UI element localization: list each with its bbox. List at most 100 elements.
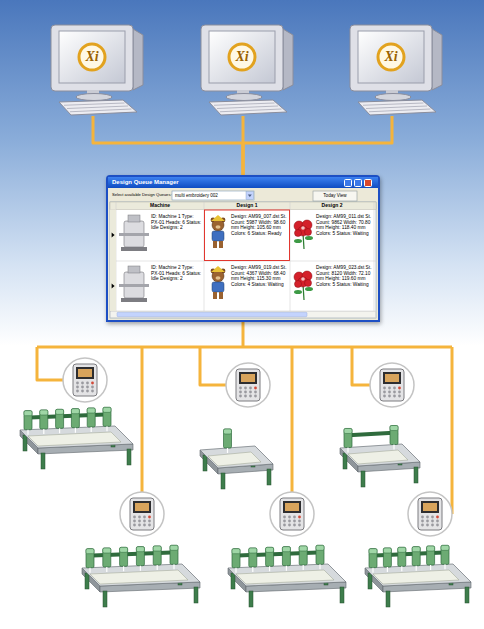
panel-button (254, 395, 257, 398)
rose-leaf (294, 239, 302, 243)
machine-icon (119, 266, 149, 302)
monitor-screen (209, 31, 275, 83)
machine-head (103, 548, 111, 567)
machine-icon (119, 215, 149, 251)
machine-needle (303, 565, 304, 570)
machine-head-cap (24, 411, 32, 416)
panel-screen (421, 501, 439, 513)
machine-head (369, 549, 377, 568)
panel-screen (383, 372, 401, 384)
monitor-body (350, 25, 432, 91)
panel-button (148, 516, 151, 519)
machine-needle (75, 428, 76, 433)
machine-leg (194, 587, 198, 603)
panel-button (249, 391, 252, 394)
panel-screen (239, 372, 257, 384)
panel-body (280, 498, 304, 530)
panel-badge (370, 363, 414, 407)
embroidery-machine (228, 545, 346, 607)
panel-button (138, 516, 141, 519)
panel-button (436, 524, 439, 527)
machine-icon-head (128, 266, 140, 273)
panel-button (86, 386, 89, 389)
table-cell: Design: AM99_023.dst St. Count: 8120 Wid… (316, 265, 373, 287)
machine-table-top (82, 564, 200, 586)
machine-table-top (365, 564, 471, 586)
panel-button (431, 520, 434, 523)
panel-button (431, 516, 434, 519)
machine-head (232, 549, 240, 568)
panel-button (244, 395, 247, 398)
panel-button (436, 516, 439, 519)
machine-needle (347, 447, 348, 452)
panel-button (239, 391, 242, 394)
machine-head (170, 545, 178, 564)
machine-head (282, 547, 290, 566)
panel-button (398, 395, 401, 398)
panel-screen-image (385, 374, 399, 382)
embroidery-frame (236, 570, 334, 584)
machine-head-cap (412, 547, 420, 552)
machine-needle (416, 566, 417, 571)
control-panel (370, 363, 414, 407)
dropdown-button (246, 192, 254, 200)
control-panel (120, 492, 164, 536)
network-wire (37, 346, 452, 349)
machine-head (344, 428, 352, 447)
monitor-body (201, 25, 283, 91)
panel-button (283, 520, 286, 523)
machine-needle (444, 564, 445, 569)
machine-leg (267, 469, 271, 485)
keyboard (59, 100, 137, 115)
embroidery-frame (208, 452, 261, 466)
machine-head (71, 409, 79, 428)
keyboard-keys (64, 103, 125, 105)
workstation: Xi (195, 24, 291, 116)
control-panel (63, 358, 107, 402)
machine-head-cap (344, 428, 352, 433)
panel-button (393, 387, 396, 390)
embroidery-frame (28, 432, 121, 446)
table-cell: Design: AM99_011.dst St. Count: 9862 Wid… (316, 214, 373, 236)
machine-head-cap (441, 545, 449, 550)
panel-body (236, 369, 260, 401)
window-button (364, 179, 372, 187)
window-button (354, 179, 362, 187)
machine-head (299, 546, 307, 565)
machine-needle (372, 568, 373, 573)
panel-button (383, 387, 386, 390)
row-selector (112, 233, 115, 238)
machine-leg (414, 467, 418, 483)
machine-needle (157, 565, 158, 570)
machine-head-cap (40, 410, 48, 415)
monitor-side (283, 29, 293, 90)
machine-needle (91, 427, 92, 432)
keyboard (358, 100, 436, 115)
scrollbar (111, 312, 376, 318)
computer-illustration (51, 25, 143, 115)
machine-needle (319, 564, 320, 569)
network-wire (242, 322, 245, 347)
machine-needle (286, 566, 287, 571)
machine-head (427, 546, 435, 565)
machine-needle (89, 568, 90, 573)
machine-leg (386, 591, 390, 607)
machine-leg (465, 587, 469, 603)
workstation: Xi (344, 24, 440, 116)
panel-button (81, 386, 84, 389)
machine-head (398, 547, 406, 566)
panel-button (76, 382, 79, 385)
panel-button (254, 387, 257, 390)
keyboard (209, 100, 287, 115)
panel-button (86, 382, 89, 385)
machine-table-top (228, 564, 346, 586)
panel-button (421, 516, 424, 519)
machine-icon-base (121, 247, 147, 251)
keyboard-keys (363, 103, 424, 105)
panel-button (393, 391, 396, 394)
tab (313, 191, 357, 201)
machine-head-cap (56, 409, 64, 414)
machine-needle (393, 445, 394, 450)
